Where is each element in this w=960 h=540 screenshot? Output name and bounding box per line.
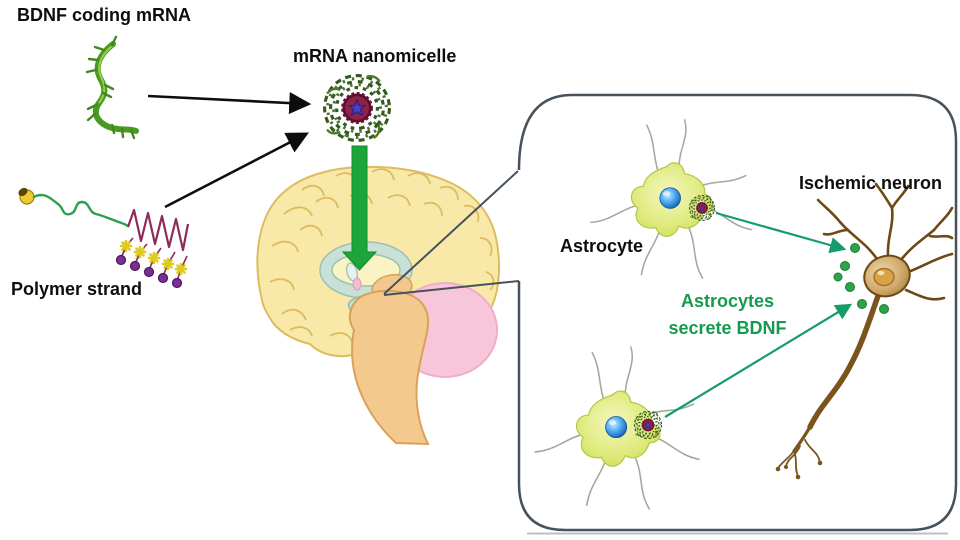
brain-gyri-lines [269, 168, 495, 343]
polymer-to-micelle-arrow [164, 132, 309, 209]
secretion-label-line2: secrete BDNF [668, 318, 787, 338]
polymer-strand-label: Polymer strand [11, 279, 143, 299]
inset-callout-box [383, 93, 958, 535]
mrna-nanomicelle-icon [317, 68, 397, 148]
brain-sagittal-icon [256, 165, 501, 446]
brainstem [348, 289, 430, 446]
secretion-label-line1: Astrocytes [680, 291, 775, 311]
delivery-arrow [341, 145, 378, 271]
bdnf-mrna-label: BDNF coding mRNA [17, 5, 191, 25]
astrocytes-secrete-bdnf-label: Astrocytes secrete BDNF [650, 288, 805, 342]
bdnf-dots [833, 243, 889, 314]
polymer-strand-icon [18, 187, 190, 289]
mrna-nanomicelle-label: mRNA nanomicelle [293, 46, 457, 66]
mrna-to-micelle-arrow [147, 92, 312, 115]
bdnf-secretion-arrows [664, 211, 853, 418]
neuron-nucleus [873, 267, 895, 287]
ischemic-neuron-label: Ischemic neuron [799, 173, 943, 193]
mrna-strand-icon [85, 35, 139, 140]
astrocyte-label: Astrocyte [560, 236, 644, 256]
ischemic-neuron-icon [775, 182, 954, 480]
